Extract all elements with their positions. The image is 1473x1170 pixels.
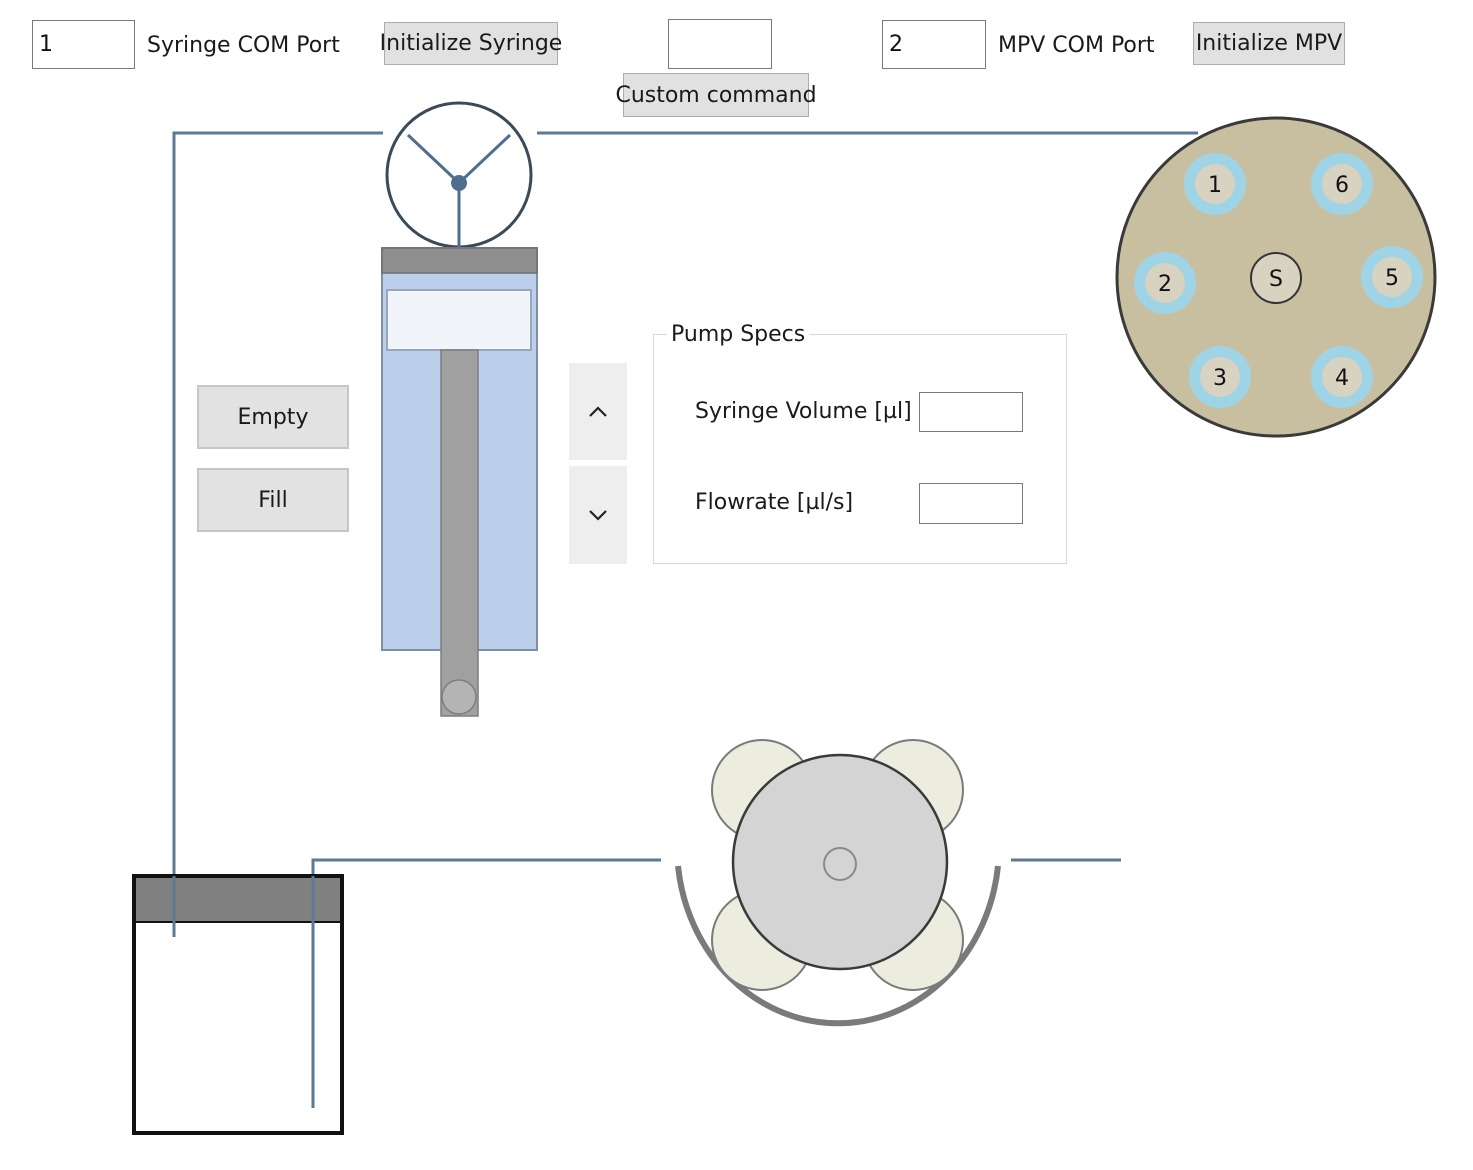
fill-button[interactable]: Fill <box>197 468 349 532</box>
syringe-volume-input[interactable] <box>919 392 1023 432</box>
syringe-volume-label: Syringe Volume [µl] <box>695 399 912 424</box>
syringe-pump-graphic <box>381 101 538 717</box>
pump-hub <box>823 847 857 881</box>
plunger-down-button[interactable] <box>569 466 627 564</box>
custom-command-input[interactable] <box>668 19 772 69</box>
valve-port-label: 2 <box>1158 272 1172 297</box>
valve-port-label: 4 <box>1335 366 1349 391</box>
valve-port-4: 4 <box>1311 346 1373 408</box>
initialize-syringe-button[interactable]: Initialize Syringe <box>380 22 562 65</box>
custom-command-button[interactable]: Custom command <box>615 73 817 117</box>
valve-port-label: 3 <box>1213 366 1227 391</box>
multi-position-valve: 1 2 3 4 5 6S <box>1115 116 1437 438</box>
mpv-com-port-label: MPV COM Port <box>998 33 1155 58</box>
initialize-mpv-button[interactable]: Initialize MPV <box>1193 22 1345 65</box>
reservoir <box>132 874 344 1135</box>
peristaltic-pump <box>675 739 1001 1027</box>
valve-port-1: 1 <box>1184 153 1246 215</box>
pump-specs-group <box>653 334 1067 564</box>
valve-port-2: 2 <box>1134 252 1196 314</box>
valve-port-label: 6 <box>1335 173 1349 198</box>
valve-port-label: 1 <box>1208 173 1222 198</box>
valve-port-3: 3 <box>1189 346 1251 408</box>
valve-center-label: S <box>1269 267 1283 292</box>
syringe-com-port-label: Syringe COM Port <box>147 33 340 58</box>
flowrate-label: Flowrate [µl/s] <box>695 490 854 515</box>
empty-button[interactable]: Empty <box>197 385 349 449</box>
flowrate-input[interactable] <box>919 483 1023 524</box>
mpv-com-port-input[interactable] <box>882 20 986 69</box>
chevron-up-icon <box>589 405 607 417</box>
chevron-down-icon <box>589 510 607 521</box>
syringe-com-port-input[interactable] <box>32 20 135 69</box>
pump-specs-title: Pump Specs <box>667 324 810 346</box>
valve-port-label: 5 <box>1385 266 1399 291</box>
plunger-up-button[interactable] <box>569 363 627 460</box>
valve-port-6: 6 <box>1311 153 1373 215</box>
valve-port-5: 5 <box>1361 246 1423 308</box>
valve-center-port <box>1250 252 1302 304</box>
